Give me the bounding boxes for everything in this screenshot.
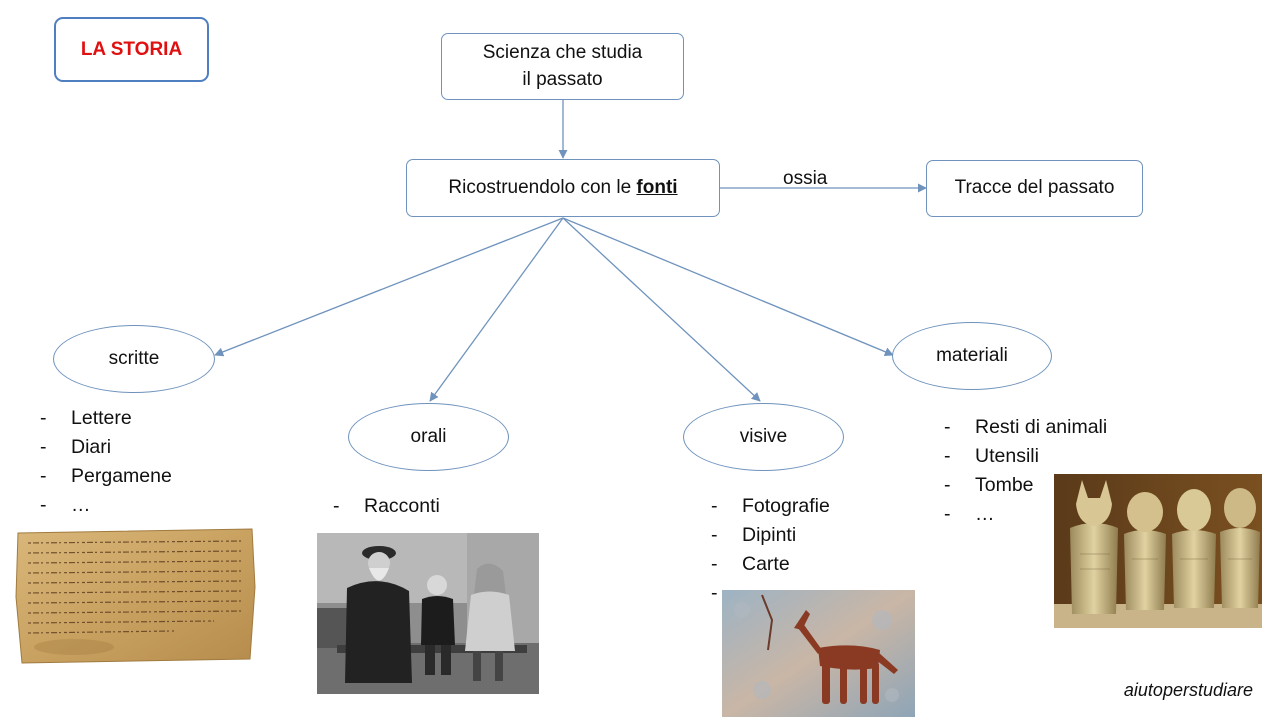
link-label-ossia: ossia (783, 168, 828, 189)
oval-orali: orali (348, 403, 509, 471)
oval-materiali: materiali (892, 322, 1052, 390)
arrow-to-scritte (214, 217, 564, 357)
definition-node: Scienza che studia il passato (441, 33, 684, 100)
list-item: -Resti di animali (944, 416, 1108, 438)
oval-scritte-label: scritte (108, 348, 160, 369)
arrow-to-orali (429, 217, 564, 402)
oval-orali-label: orali (410, 426, 447, 447)
list-item: -Racconti (333, 495, 440, 517)
list-item: -Dipinti (711, 524, 797, 546)
list-item: -Diari (40, 436, 112, 458)
list-item: -Utensili (944, 445, 1039, 467)
arrow-to-materiali (562, 217, 894, 357)
list-item: -Pergamene (40, 465, 172, 487)
title-box: LA STORIA (54, 17, 209, 82)
list-item: -Lettere (40, 407, 132, 429)
list-scritte: -Lettere -Diari -Pergamene -… (40, 404, 172, 520)
oval-materiali-label: materiali (936, 345, 1008, 366)
list-item: -… (944, 503, 995, 525)
list-item: -… (40, 494, 91, 516)
method-text: Ricostruendolo con le fonti (448, 175, 677, 202)
list-item: -Fotografie (711, 495, 830, 517)
method-keyword: fonti (636, 176, 678, 198)
list-item: - (711, 582, 718, 604)
traces-text: Tracce del passato (954, 177, 1115, 199)
parchment-image (14, 527, 257, 665)
oval-visive-label: visive (739, 426, 788, 447)
list-materiali: -Resti di animali -Utensili -Tombe -… (944, 413, 1107, 529)
list-item: -Carte (711, 553, 790, 575)
list-item: -Tombe (944, 474, 1034, 496)
definition-text: Scienza che studia il passato (482, 41, 643, 90)
list-visive: -Fotografie -Dipinti -Carte - (711, 492, 830, 608)
oval-scritte: scritte (53, 325, 215, 393)
method-prefix: Ricostruendolo con le (448, 176, 637, 198)
traces-node: Tracce del passato (926, 160, 1143, 217)
arrow-to-visive (562, 217, 761, 402)
storyteller-photo (317, 533, 539, 694)
list-orali: -Racconti (333, 492, 440, 521)
signature: aiutoperstudiare (1123, 680, 1253, 700)
page-title: LA STORIA (80, 38, 183, 60)
cave-painting-image (722, 590, 915, 717)
method-node: Ricostruendolo con le fonti (406, 159, 720, 217)
oval-visive: visive (683, 403, 844, 471)
canopic-jars-image (1054, 474, 1262, 628)
